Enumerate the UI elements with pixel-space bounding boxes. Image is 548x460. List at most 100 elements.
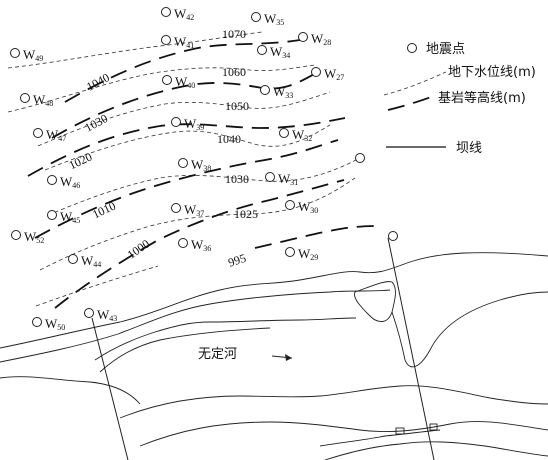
- well-marker: W47: [33, 127, 66, 143]
- well-point-icon: [84, 308, 94, 318]
- contour-label-995: 995: [226, 251, 247, 270]
- well-marker: W35: [251, 11, 284, 27]
- well-point-icon: [298, 32, 308, 42]
- well-point-icon: [68, 254, 78, 264]
- well-marker: W48: [20, 92, 53, 108]
- well-label: W41: [174, 34, 194, 50]
- contour-label-1060: 1060: [222, 65, 246, 79]
- well-marker: W52: [11, 229, 44, 245]
- well-marker: W49: [10, 47, 43, 63]
- well-label: W30: [298, 199, 318, 215]
- river-bank-north-outer: [0, 252, 548, 349]
- well-marker: W30: [285, 199, 318, 215]
- bedrock-contour-1040: [64, 39, 301, 103]
- contour-label-1070: 1070: [222, 27, 246, 41]
- well-label: W40: [175, 74, 195, 90]
- bedrock-contour-1010: [34, 139, 339, 239]
- well-label: W35: [264, 11, 284, 27]
- well-marker: W45: [47, 209, 80, 225]
- well-label: W43: [97, 307, 117, 323]
- well-label: W28: [311, 31, 331, 47]
- river-bank-north-inner: [0, 289, 391, 363]
- legend-bedrock-line: [387, 95, 435, 111]
- groundwater-contour-1070: [7, 31, 263, 69]
- well-marker: W40: [162, 74, 195, 90]
- bedrock-contour-1020: [27, 117, 346, 177]
- river-weir-2: [429, 423, 438, 431]
- river-channel-upper: [94, 317, 357, 361]
- river: 无定河: [0, 252, 548, 460]
- well-label: W34: [270, 44, 290, 60]
- well-label: W36: [191, 237, 211, 253]
- bedrock-contour-1000: [54, 179, 345, 309]
- contour-label-1030-gw: 1030: [225, 172, 249, 186]
- well-marker: W31: [265, 171, 298, 187]
- legend-well-icon: [407, 43, 417, 53]
- well-point-icon: [265, 172, 275, 182]
- contour-label-1040-bed: 1040: [84, 70, 112, 94]
- well-point-icon: [161, 35, 171, 45]
- well-label: W38: [191, 157, 211, 173]
- well-point-icon: [171, 203, 181, 213]
- river-south-bank-3: [319, 429, 441, 447]
- well-point-icon: [20, 93, 30, 103]
- well-label: W50: [45, 316, 65, 332]
- well-point-icon: [251, 12, 261, 22]
- well-label: W49: [23, 47, 43, 63]
- bedrock-contour-1030: [51, 71, 319, 139]
- well-point-icon: [47, 175, 57, 185]
- contour-label-1030-bed: 1030: [82, 111, 110, 135]
- well-marker: W39: [171, 116, 204, 132]
- river-east-channel: [391, 291, 548, 368]
- well-point-icon: [32, 317, 42, 327]
- well-point-icon: [311, 67, 321, 77]
- well-point-icon: [285, 247, 295, 257]
- contour-label-1025: 1025: [234, 207, 258, 221]
- groundwater-contour-1025: [39, 177, 356, 271]
- contour-label-1050: 1050: [225, 99, 249, 113]
- well-marker: W32: [279, 127, 312, 143]
- well-marker: W29: [285, 246, 318, 262]
- well-label: W47: [46, 127, 66, 143]
- well-marker: W28: [298, 31, 331, 47]
- bedrock-contour-995-segment: [254, 225, 381, 249]
- well-marker: W50: [32, 316, 65, 332]
- groundwater-contour-1060: [7, 64, 316, 113]
- well-point-icon: [285, 200, 295, 210]
- well-marker: W33: [260, 84, 293, 100]
- legend-bedrock-label: 基岩等高线(m): [438, 90, 526, 106]
- groundwater-contour-1050: [37, 91, 331, 147]
- well-label: W31: [278, 171, 298, 187]
- well-point-icon: [178, 238, 188, 248]
- well-point-icon: [10, 48, 20, 58]
- well-marker: W27: [311, 66, 344, 82]
- well-marker: W37: [171, 202, 204, 218]
- contour-label-1040-gw: 1040: [217, 132, 241, 146]
- well-marker: W38: [178, 157, 211, 173]
- well-label: W52: [24, 229, 44, 245]
- groundwater-contour-1030: [47, 159, 357, 216]
- well-label: W39: [184, 116, 204, 132]
- well-point-icon: [279, 128, 289, 138]
- well-marker: W34: [257, 44, 290, 60]
- bedrock-contours: [27, 39, 381, 309]
- legend-groundwater-line: [383, 71, 447, 96]
- river-weir-1: [395, 427, 405, 435]
- legend: 地震点 地下水位线(m) 基岩等高线(m) 坝线: [383, 42, 536, 156]
- groundwater-contour-995: [35, 265, 159, 307]
- river-south-bank-1: [119, 385, 548, 419]
- unlabeled-point: [355, 153, 365, 163]
- dam-line-west: [91, 317, 129, 460]
- river-west-cut: [0, 376, 141, 405]
- flow-arrow-icon: [271, 354, 293, 361]
- well-label: W44: [81, 253, 101, 269]
- well-point-icon: [161, 7, 171, 17]
- well-label: W45: [60, 209, 80, 225]
- well-marker: W43: [84, 307, 117, 323]
- well-label: W33: [273, 84, 293, 100]
- dam-line-east: [387, 237, 435, 460]
- river-channel-bar: [99, 327, 271, 373]
- river-south-cut: [324, 441, 548, 460]
